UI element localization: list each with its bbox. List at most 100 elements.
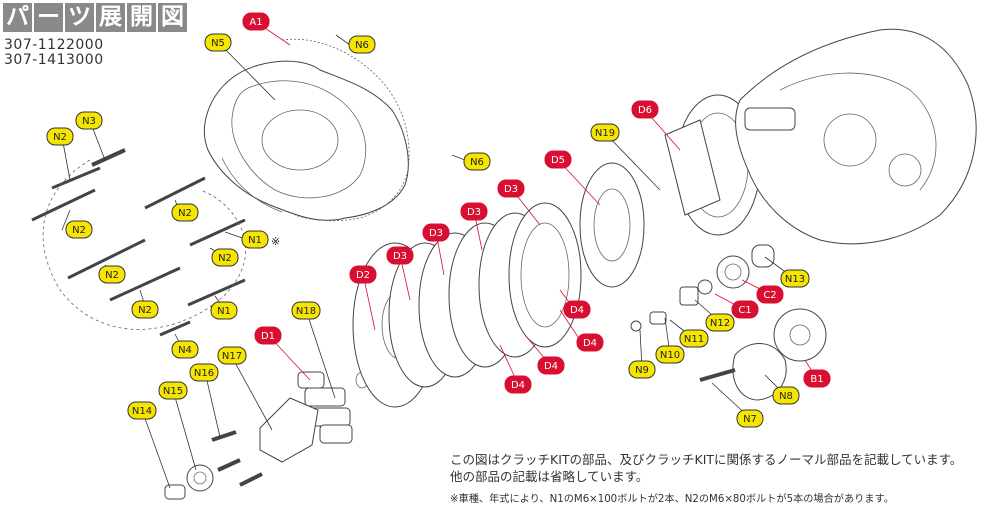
svg-text:N3: N3 xyxy=(82,116,96,127)
lifter-plate xyxy=(259,397,319,463)
callout-N5: N5 xyxy=(204,33,232,52)
svg-text:N2: N2 xyxy=(218,253,232,264)
svg-text:N12: N12 xyxy=(710,318,730,329)
svg-text:D3: D3 xyxy=(467,207,481,218)
bearing xyxy=(186,464,214,492)
svg-text:C2: C2 xyxy=(763,290,776,301)
callout-D3: D3 xyxy=(497,179,525,198)
title-char: 展 xyxy=(96,3,125,32)
svg-text:D2: D2 xyxy=(356,270,370,281)
pump-gear xyxy=(773,308,827,362)
callout-D4: D4 xyxy=(563,300,591,319)
title-char: 開 xyxy=(127,3,156,32)
callout-badges: A1 N5 N6 N6 N2 N3 N2 N2 N1 ※ N2 N2 N2 N1… xyxy=(46,12,831,428)
svg-text:D3: D3 xyxy=(504,184,518,195)
page-title: パ ー ツ 展 開 図 xyxy=(3,3,187,32)
svg-text:N16: N16 xyxy=(194,368,214,379)
callout-N14: N14 xyxy=(127,401,157,420)
callout-N9: N9 xyxy=(628,360,656,379)
washer xyxy=(697,279,713,295)
shaft-parts xyxy=(630,311,667,332)
svg-text:N13: N13 xyxy=(785,274,805,285)
callout-N2: N2 xyxy=(65,220,93,239)
callout-D4: D4 xyxy=(537,356,565,375)
callout-N2: N2 xyxy=(98,265,126,284)
svg-text:N9: N9 xyxy=(635,365,649,376)
callout-N11: N11 xyxy=(679,329,709,348)
svg-text:N2: N2 xyxy=(178,208,192,219)
note-line-3: ※車種、年式により、N1のM6×100ボルトが2本、N2のM6×80ボルトが5本… xyxy=(450,494,894,505)
callout-D4: D4 xyxy=(576,333,604,352)
callout-B1: B1 xyxy=(803,369,831,388)
clutch-cover xyxy=(204,60,409,221)
svg-text:N2: N2 xyxy=(105,270,119,281)
cover-gasket xyxy=(281,38,410,222)
pump-bolt xyxy=(699,368,736,382)
svg-text:B1: B1 xyxy=(810,374,823,385)
callout-D4: D4 xyxy=(504,375,532,394)
nut xyxy=(679,286,699,306)
callout-N2: N2 xyxy=(46,127,74,146)
svg-text:A1: A1 xyxy=(249,17,262,28)
title-char: ツ xyxy=(65,3,94,32)
callout-N16: N16 xyxy=(189,363,219,382)
svg-text:D4: D4 xyxy=(583,338,597,349)
callout-D3: D3 xyxy=(386,246,414,265)
callout-D1: D1 xyxy=(254,326,282,345)
callout-N8: N8 xyxy=(772,386,800,405)
clutch-plate-stack xyxy=(352,202,582,408)
callout-N17: N17 xyxy=(217,346,247,365)
callout-N7: N7 xyxy=(736,409,764,428)
svg-text:N1: N1 xyxy=(217,306,231,317)
clutch-hub xyxy=(579,162,645,288)
title-char: 図 xyxy=(158,3,187,32)
callout-C2: C2 xyxy=(756,285,784,304)
svg-text:D3: D3 xyxy=(429,228,443,239)
svg-text:D3: D3 xyxy=(393,251,407,262)
svg-text:N14: N14 xyxy=(132,406,152,417)
title-char: パ xyxy=(3,3,32,32)
svg-text:N15: N15 xyxy=(163,386,183,397)
asterisk-mark: ※ xyxy=(271,235,280,248)
svg-text:D5: D5 xyxy=(551,155,565,166)
crankcase xyxy=(735,28,977,245)
svg-text:N17: N17 xyxy=(222,351,242,362)
svg-text:D4: D4 xyxy=(544,361,558,372)
callout-N10: N10 xyxy=(655,345,685,364)
lifter-rod xyxy=(164,484,186,500)
svg-text:D6: D6 xyxy=(638,105,652,116)
svg-text:N2: N2 xyxy=(53,132,67,143)
callout-N6: N6 xyxy=(348,35,376,54)
callout-N2: N2 xyxy=(211,248,239,267)
callout-A1: A1 xyxy=(242,12,270,31)
callout-D3: D3 xyxy=(460,202,488,221)
svg-text:N10: N10 xyxy=(660,350,680,361)
callout-D6: D6 xyxy=(631,100,659,119)
callout-N3: N3 xyxy=(75,111,103,130)
primary-gear xyxy=(716,255,750,289)
small-bolts xyxy=(211,430,263,487)
callout-D2: D2 xyxy=(349,265,377,284)
svg-text:N6: N6 xyxy=(470,157,484,168)
cover-bolts xyxy=(31,148,247,337)
callout-N6: N6 xyxy=(463,152,491,171)
collar xyxy=(751,244,775,268)
callout-N15: N15 xyxy=(158,381,188,400)
svg-text:N19: N19 xyxy=(595,128,615,139)
callout-N4: N4 xyxy=(171,340,199,359)
callout-N19: N19 xyxy=(590,123,620,142)
callout-N12: N12 xyxy=(705,313,735,332)
svg-text:D4: D4 xyxy=(570,305,584,316)
svg-text:N18: N18 xyxy=(296,306,316,317)
svg-text:D4: D4 xyxy=(511,380,525,391)
callout-D3: D3 xyxy=(422,223,450,242)
svg-text:N2: N2 xyxy=(72,225,86,236)
callout-N2: N2 xyxy=(131,300,159,319)
callout-N18: N18 xyxy=(291,301,321,320)
svg-text:D1: D1 xyxy=(261,331,275,342)
svg-text:N8: N8 xyxy=(779,391,793,402)
svg-text:N6: N6 xyxy=(355,40,369,51)
callout-N2: N2 xyxy=(171,203,199,222)
note-line-1: この図はクラッチKITの部品、及びクラッチKITに関係するノーマル部品を記載して… xyxy=(450,452,963,467)
